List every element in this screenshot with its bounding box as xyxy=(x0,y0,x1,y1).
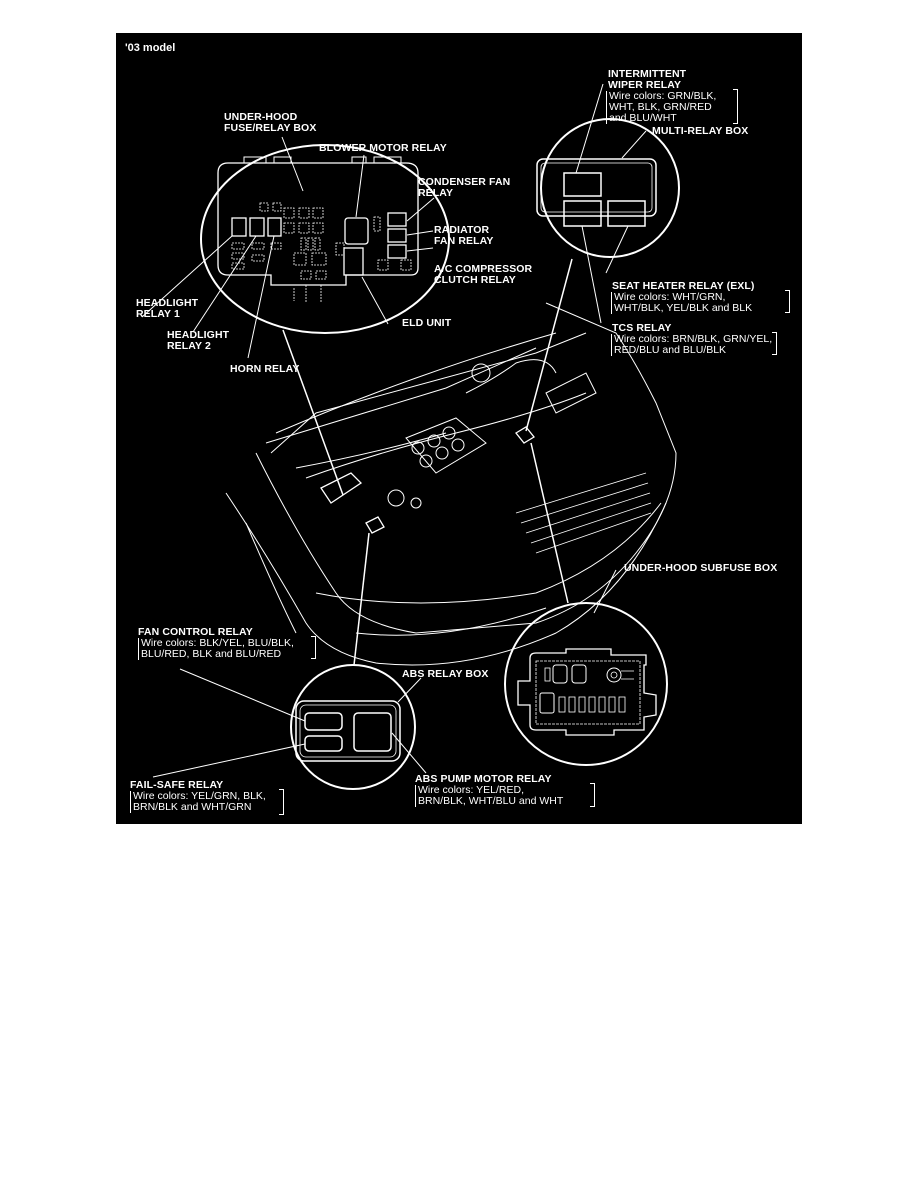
label-condenser-fan-relay: CONDENSER FAN RELAY xyxy=(418,177,510,199)
label-line: RELAY 2 xyxy=(167,340,211,352)
label-headlight-relay-2: HEADLIGHT RELAY 2 xyxy=(167,330,229,352)
label-radiator-fan-relay: RADIATOR FAN RELAY xyxy=(434,225,493,247)
label-seat-heater-relay: SEAT HEATER RELAY (EXL) xyxy=(612,280,755,292)
label-horn-relay: HORN RELAY xyxy=(230,363,300,375)
wire-colors-line: Wire colors: BLK/YEL, BLU/BLK, xyxy=(141,637,294,649)
bracket-close xyxy=(733,89,738,124)
label-line: CLUTCH RELAY xyxy=(434,274,516,286)
label-fan-control-relay: FAN CONTROL RELAY xyxy=(138,626,253,638)
label-headlight-relay-1: HEADLIGHT RELAY 1 xyxy=(136,298,198,320)
label-under-hood-fuse-relay-box: UNDER-HOOD FUSE/RELAY BOX xyxy=(224,112,316,134)
bracket-close xyxy=(785,290,790,313)
wire-colors-line: Wire colors: WHT/GRN, xyxy=(614,291,726,303)
wire-colors-tcs-relay: Wire colors: BRN/BLK, GRN/YEL, RED/BLU a… xyxy=(611,334,772,356)
label-line: FAN RELAY xyxy=(434,235,494,247)
bracket-close xyxy=(279,789,284,815)
leader-lines xyxy=(141,83,647,778)
diagram-drawing xyxy=(141,83,680,790)
bracket-close xyxy=(772,332,777,355)
label-line: FUSE/RELAY BOX xyxy=(224,122,317,134)
under-hood-subfuse-box-detail xyxy=(504,602,668,766)
label-abs-relay-box: ABS RELAY BOX xyxy=(402,668,489,680)
wire-colors-line: and BLU/WHT xyxy=(609,112,677,124)
label-line: RELAY 1 xyxy=(136,308,180,320)
wire-colors-line: RED/BLU and BLU/BLK xyxy=(614,344,727,356)
label-intermittent-wiper-relay: INTERMITTENT WIPER RELAY xyxy=(608,69,686,91)
label-line: A/C COMPRESSOR xyxy=(434,263,533,275)
label-fail-safe-relay: FAIL-SAFE RELAY xyxy=(130,779,224,791)
wire-colors-fan-control-relay: Wire colors: BLK/YEL, BLU/BLK, BLU/RED, … xyxy=(138,638,294,660)
bracket-close xyxy=(311,636,316,659)
wire-colors-line: Wire colors: GRN/BLK, xyxy=(609,90,717,102)
label-line: RELAY xyxy=(418,187,454,199)
multi-relay-box-detail xyxy=(536,118,680,258)
wire-colors-intermittent-wiper-relay: Wire colors: GRN/BLK, WHT, BLK, GRN/RED … xyxy=(606,91,716,124)
label-line: WIPER RELAY xyxy=(608,79,682,91)
relay-locator-diagram: '03 model UNDER-HOOD FUSE/RELAY BOX BLOW… xyxy=(116,33,802,824)
wire-colors-line: Wire colors: YEL/RED, xyxy=(418,784,524,796)
engine-bay-illustration xyxy=(225,302,677,666)
bracket-close xyxy=(590,783,595,807)
wire-colors-abs-pump-motor-relay: Wire colors: YEL/RED, BRN/BLK, WHT/BLU a… xyxy=(415,785,563,807)
label-tcs-relay: TCS RELAY xyxy=(612,322,672,334)
label-line: HEADLIGHT xyxy=(136,297,199,309)
label-line: CONDENSER FAN xyxy=(418,176,511,188)
label-multi-relay-box: MULTI-RELAY BOX xyxy=(652,125,749,137)
wire-colors-line: BRN/BLK, WHT/BLU and WHT xyxy=(418,795,564,807)
figure-title: '03 model xyxy=(125,42,176,54)
abs-relay-box-detail xyxy=(290,664,416,790)
wire-colors-line: WHT, BLK, GRN/RED xyxy=(609,101,712,113)
wire-colors-line: WHT/BLK, YEL/BLK and BLK xyxy=(614,302,753,314)
wire-colors-seat-heater-relay: Wire colors: WHT/GRN, WHT/BLK, YEL/BLK a… xyxy=(611,292,752,314)
label-line: UNDER-HOOD xyxy=(224,111,298,123)
label-blower-motor-relay: BLOWER MOTOR RELAY xyxy=(319,142,447,154)
wire-colors-fail-safe-relay: Wire colors: YEL/GRN, BLK, BRN/BLK and W… xyxy=(130,791,266,813)
label-ac-compressor-clutch-relay: A/C COMPRESSOR CLUTCH RELAY xyxy=(434,264,532,286)
label-line: HEADLIGHT xyxy=(167,329,230,341)
under-hood-fuse-relay-box-detail xyxy=(200,144,450,334)
wire-colors-line: BLU/RED, BLK and BLU/RED xyxy=(141,648,282,660)
label-line: RADIATOR xyxy=(434,224,490,236)
wire-colors-line: Wire colors: YEL/GRN, BLK, xyxy=(133,790,266,802)
label-eld-unit: ELD UNIT xyxy=(402,317,452,329)
wire-colors-line: BRN/BLK and WHT/GRN xyxy=(133,801,252,813)
label-line: INTERMITTENT xyxy=(608,68,687,80)
wire-colors-line: Wire colors: BRN/BLK, GRN/YEL, xyxy=(614,333,773,345)
label-abs-pump-motor-relay: ABS PUMP MOTOR RELAY xyxy=(415,773,552,785)
label-under-hood-subfuse-box: UNDER-HOOD SUBFUSE BOX xyxy=(624,562,778,574)
